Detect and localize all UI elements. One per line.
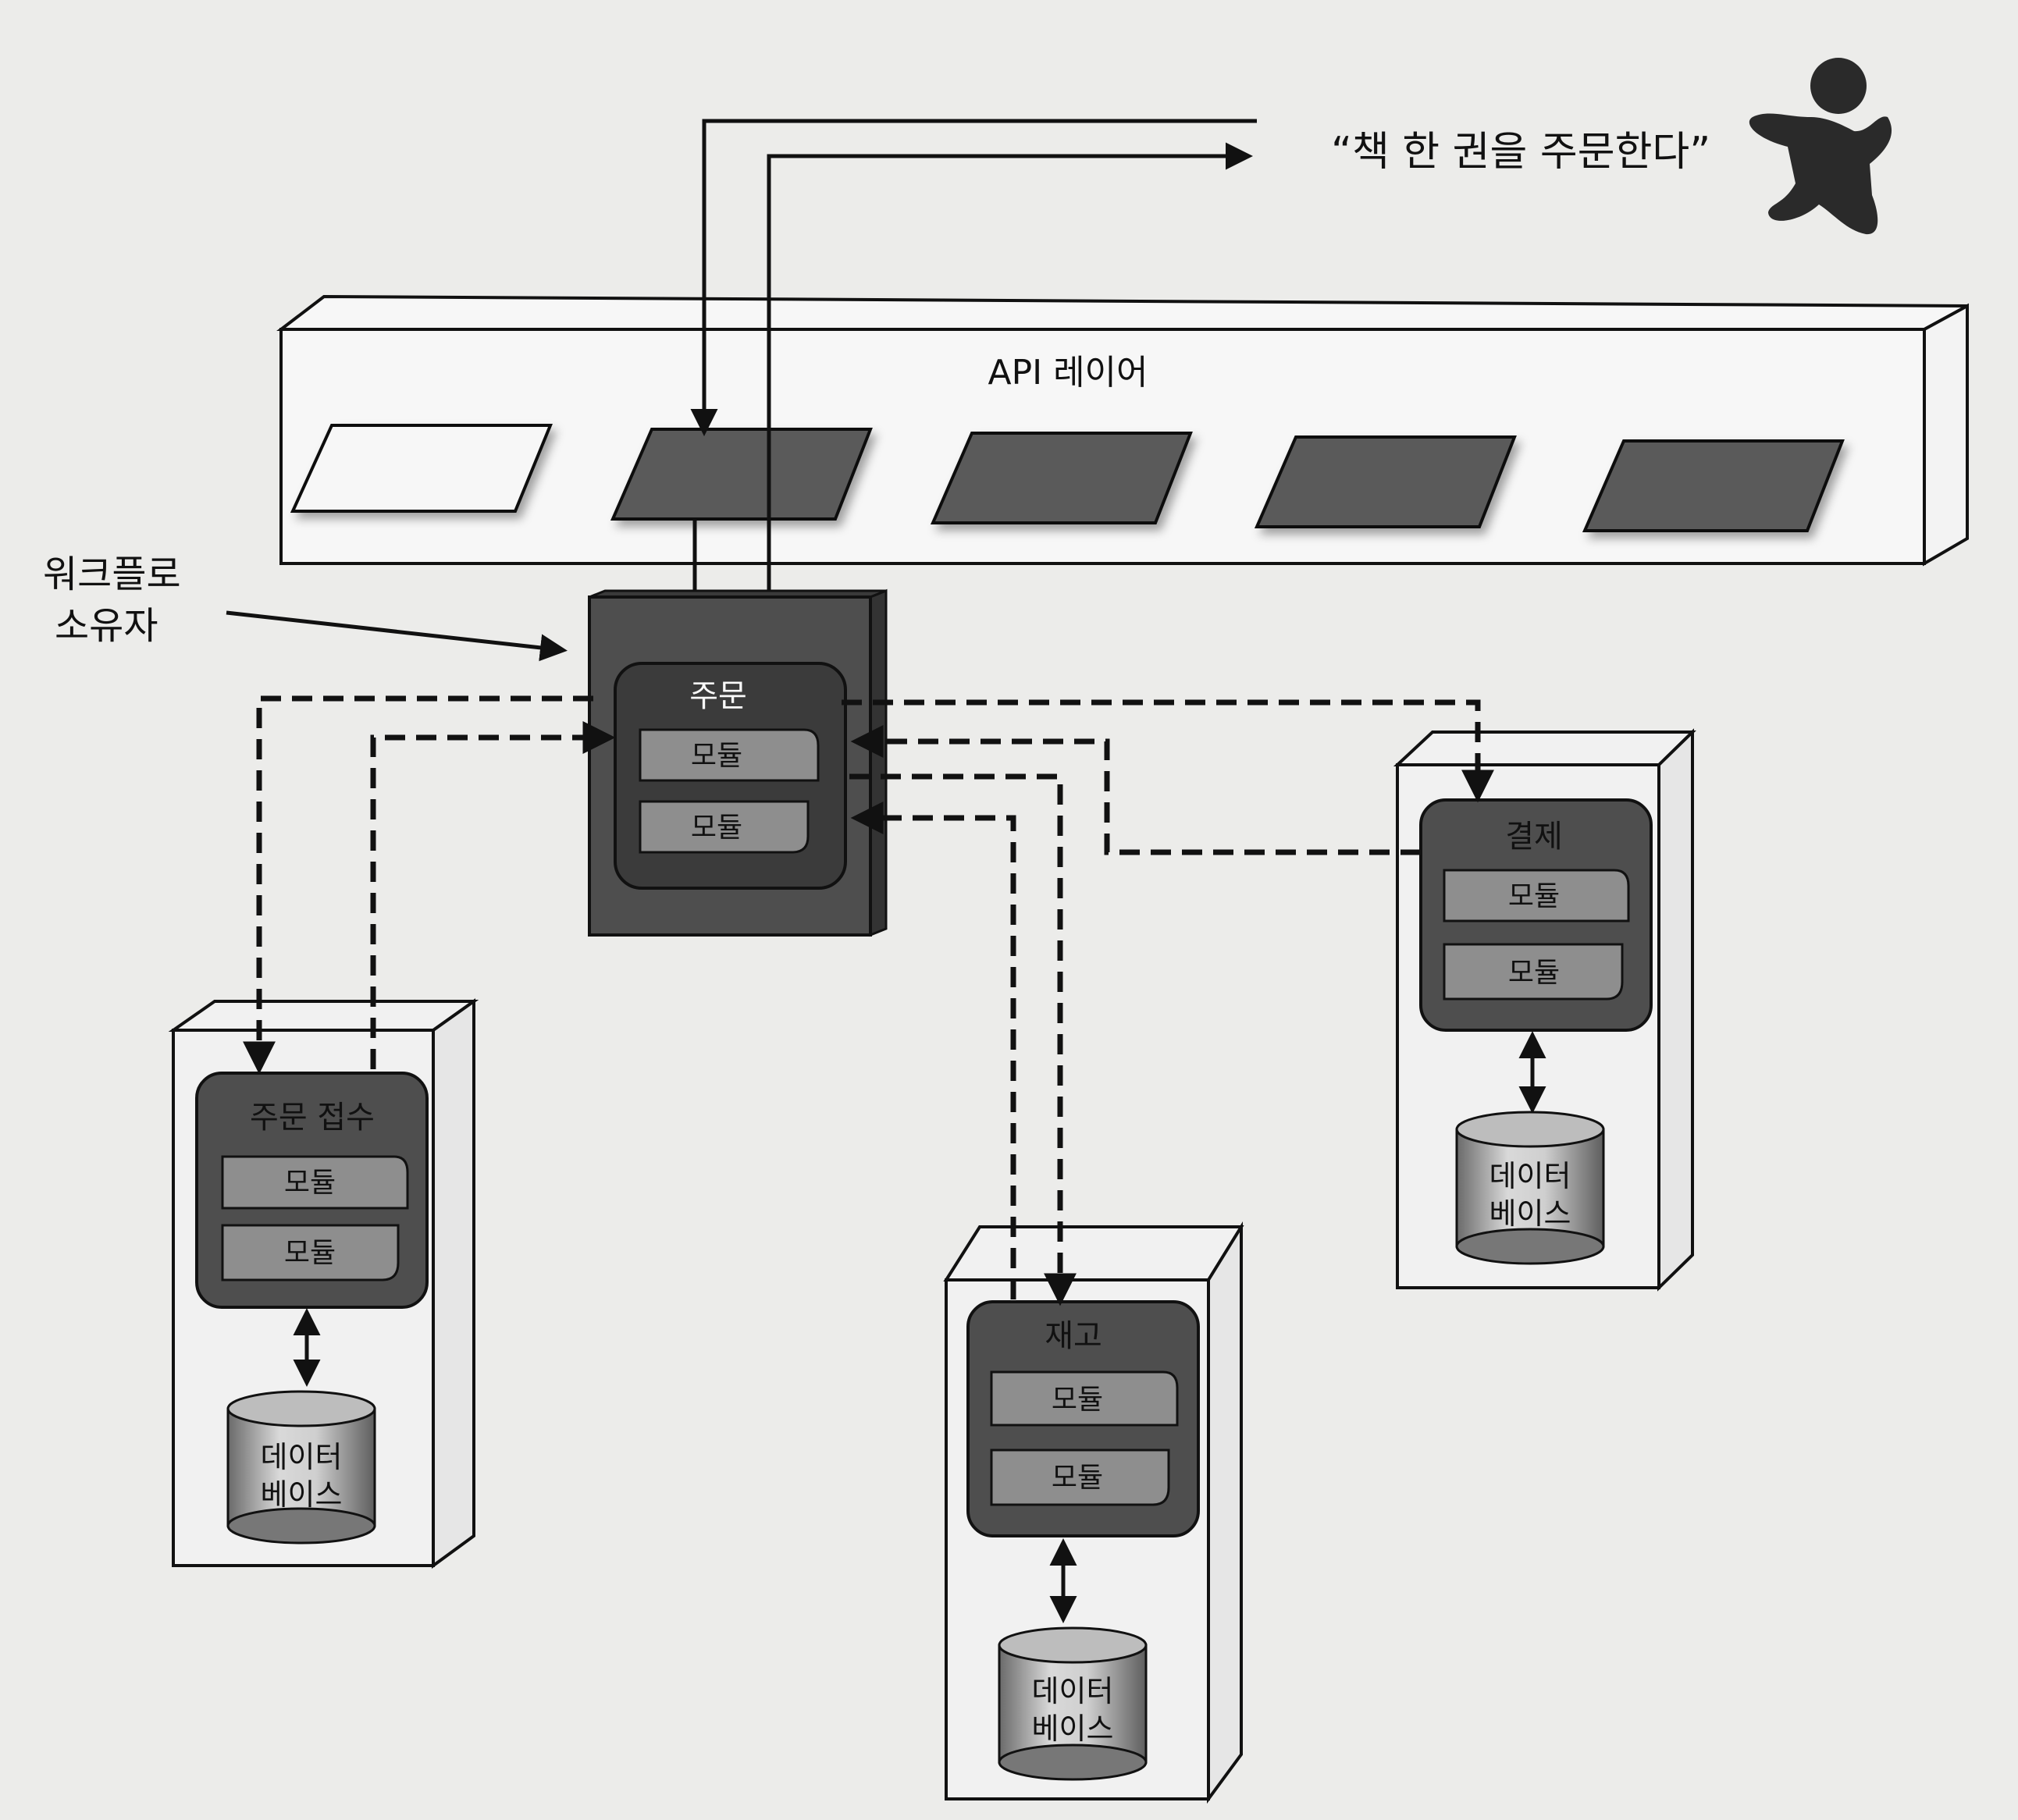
inventory-module-1[interactable] — [990, 1370, 1179, 1427]
payment-service[interactable]: 결제 모듈 모듈 데이터 베이스 — [1393, 728, 1696, 1292]
inventory-db-label-1: 데이터 — [1032, 1674, 1114, 1708]
api-slot-2[interactable] — [610, 428, 873, 521]
call-order-to-intake — [243, 695, 593, 1075]
api-slot-4[interactable] — [1254, 435, 1517, 528]
order-module-2-label: 모듈 — [691, 812, 742, 844]
call-order-to-inventory — [849, 773, 1077, 1306]
workflow-owner-pointer — [226, 610, 568, 662]
reply-payment-to-order — [850, 725, 1421, 855]
payment-module-1[interactable] — [1443, 869, 1630, 922]
order-intake-database-icon — [226, 1390, 376, 1545]
order-service[interactable]: 주문 모듈 모듈 — [588, 588, 888, 937]
order-intake-module-1-label: 모듈 — [284, 1167, 336, 1199]
payment-module-2-label: 모듈 — [1508, 957, 1560, 989]
api-layer-label: API 레이어 — [988, 353, 1148, 393]
payment-db-label-2: 베이스 — [1489, 1196, 1571, 1231]
api-layer: API 레이어 — [276, 294, 1969, 567]
order-intake-service[interactable]: 주문 접수 모듈 모듈 데이터 베이스 — [168, 998, 479, 1569]
response-arrow-out — [767, 142, 1253, 670]
order-intake-db-label-2: 베이스 — [261, 1477, 343, 1512]
person-icon — [1749, 58, 1892, 235]
api-slot-3[interactable] — [930, 432, 1193, 524]
request-caption: “책 한 권을 주문한다” — [1331, 129, 1710, 176]
payment-title: 결제 — [1505, 819, 1563, 855]
workflow-owner-label-line2: 소유자 — [55, 604, 158, 648]
inventory-db-label-2: 베이스 — [1032, 1712, 1114, 1746]
orchestration-calls — [243, 695, 1494, 1306]
order-module-1[interactable] — [639, 728, 820, 782]
api-slot-5[interactable] — [1582, 439, 1845, 532]
inventory-module-2-label: 모듈 — [1052, 1462, 1103, 1494]
order-intake-db-label-1: 데이터 — [261, 1440, 343, 1474]
payment-module-2[interactable] — [1443, 943, 1624, 1001]
order-module-2[interactable] — [639, 800, 810, 854]
order-intake-title: 주문 접수 — [250, 1100, 375, 1136]
order-module-1-label: 모듈 — [691, 740, 742, 772]
request-arrow-in — [690, 119, 1257, 436]
inventory-module-2[interactable] — [990, 1449, 1170, 1506]
reply-intake-to-order — [370, 721, 616, 1069]
payment-database-icon — [1455, 1111, 1605, 1265]
workflow-owner-label-line1: 워크플로 — [43, 553, 181, 596]
inventory-module-1-label: 모듈 — [1052, 1384, 1103, 1416]
reply-inventory-to-order — [850, 802, 1016, 1299]
inventory-service[interactable]: 재고 모듈 모듈 데이터 베이스 — [943, 1221, 1244, 1804]
payment-module-1-label: 모듈 — [1508, 880, 1560, 912]
order-intake-module-2-label: 모듈 — [284, 1237, 336, 1269]
call-order-to-payment — [842, 699, 1494, 803]
order-intake-module-1[interactable] — [221, 1155, 409, 1210]
inventory-title: 재고 — [1045, 1318, 1102, 1354]
order-intake-module-2[interactable] — [221, 1224, 400, 1281]
order-service-title: 주문 — [689, 678, 747, 714]
payment-db-label-1: 데이터 — [1489, 1159, 1571, 1193]
inventory-database-icon — [998, 1626, 1148, 1781]
api-slot-1[interactable] — [290, 424, 553, 513]
